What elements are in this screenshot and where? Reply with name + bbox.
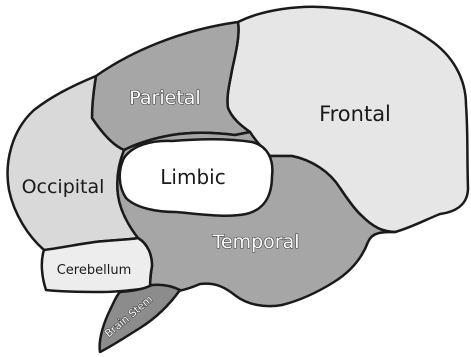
frontal-label: Frontal [319,102,391,126]
parietal-label: Parietal [129,87,200,109]
parietal-lobe [92,22,250,150]
cerebellum-label: Cerebellum [57,263,132,278]
temporal-label: Temporal [212,231,300,253]
limbic-label: Limbic [160,165,225,189]
occipital-label: Occipital [22,176,105,198]
brain-stem [100,285,180,352]
